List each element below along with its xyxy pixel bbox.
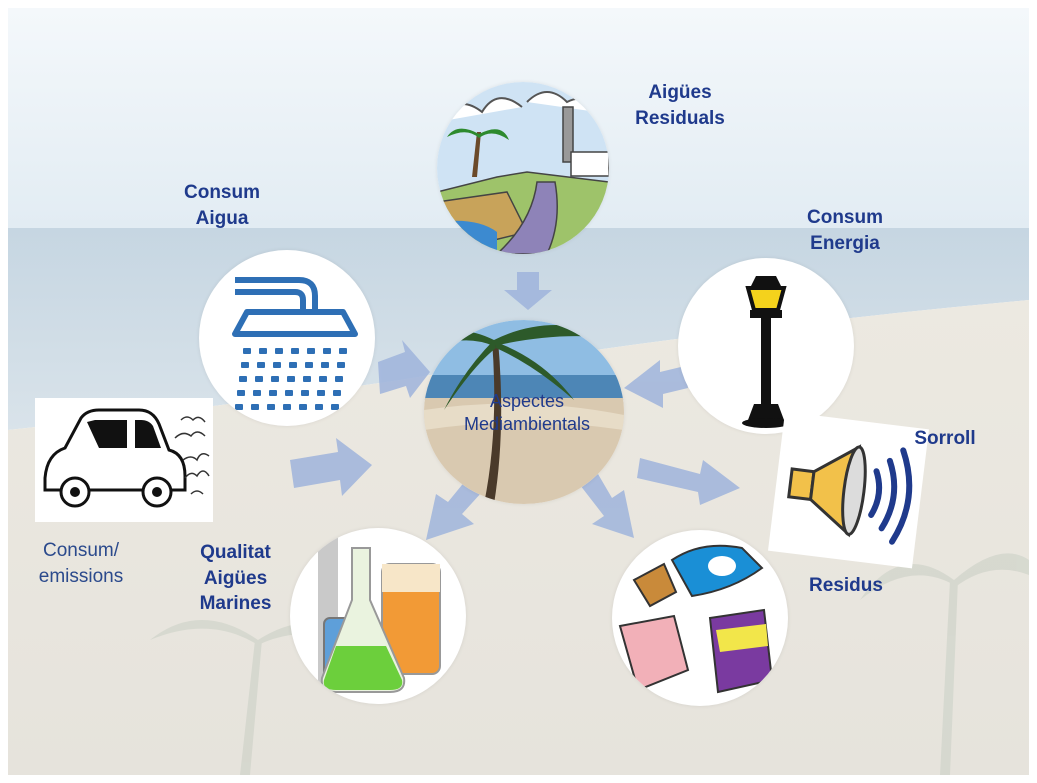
node-aigues-residuals — [437, 82, 609, 254]
arrow-to-sorroll — [637, 458, 740, 505]
lab-flasks-icon — [318, 534, 441, 693]
arrow-from-aigues-residuals — [504, 272, 552, 310]
center-beach-photo — [424, 320, 624, 504]
arrow-from-consum-energia — [624, 360, 688, 408]
shower-icon — [232, 277, 358, 410]
node-sorroll — [768, 411, 929, 569]
arrow-from-consum-aigua — [378, 340, 430, 398]
node-consum-emissions — [35, 398, 213, 522]
car-exhaust-icon — [43, 408, 210, 508]
label-consum-aigua: Consum Aigua — [184, 182, 260, 229]
label-residus: Residus — [809, 575, 883, 596]
label-sorroll: Sorroll — [914, 428, 976, 449]
node-qualitat-aigues-marines — [290, 528, 466, 704]
node-consum-aigua — [199, 250, 375, 426]
node-residus — [612, 530, 788, 706]
center-label: Aspectes Mediambientals — [463, 391, 591, 435]
loudspeaker-icon — [787, 444, 913, 545]
label-qualitat-aigues-marines: Qualitat Aigües Marines — [199, 542, 272, 615]
street-lamp-icon — [742, 276, 790, 428]
litter-icon — [618, 544, 774, 694]
arrow-from-car — [290, 438, 372, 496]
node-consum-energia — [678, 258, 854, 434]
label-consum-emissions: Consum/ emissions — [38, 540, 124, 587]
palm-beach-icon — [424, 320, 624, 504]
label-consum-energia: Consum Energia — [807, 207, 883, 254]
label-aigues-residuals: Aigües Residuals — [635, 82, 725, 129]
wastewater-outfall-icon — [437, 82, 609, 254]
